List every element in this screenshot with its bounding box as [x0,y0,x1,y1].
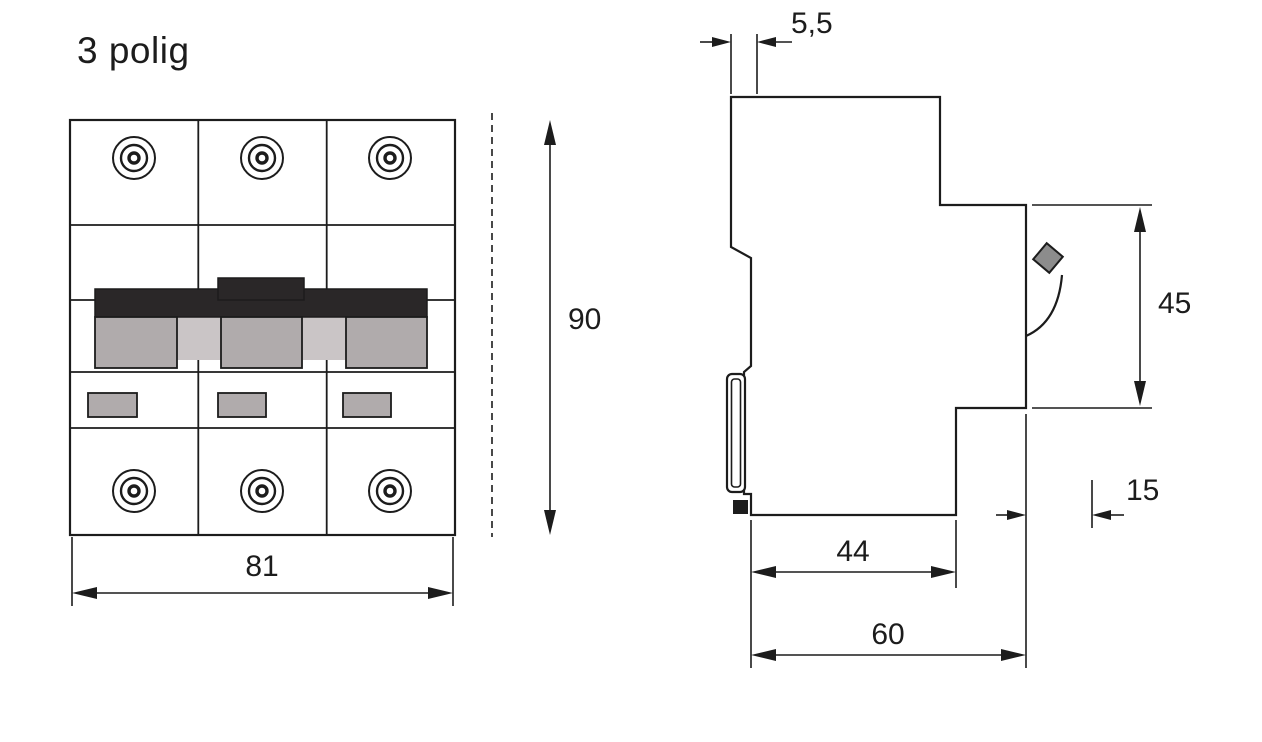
arrowhead-left [72,587,97,599]
arrowhead-left [1092,510,1111,520]
total-depth-dimension-label: 60 [871,618,904,651]
toggle-base-right [345,316,428,369]
screw-terminal [112,469,156,513]
arrowhead-right [428,587,453,599]
arrowhead-down [544,510,556,535]
screw-inner-ring [247,143,277,173]
screw-inner-ring [119,143,149,173]
screw-outer-ring [112,136,156,180]
label-window [217,392,267,418]
front-view-dimensions: 90 81 [71,113,601,606]
front-view [68,118,457,537]
arrowhead-left [751,566,776,578]
label-window [342,392,392,418]
label-window [87,392,138,418]
arrowhead-right [1007,510,1026,520]
clip-foot [733,500,748,514]
side-height-dimension-label: 45 [1158,287,1191,320]
screw-outer-ring [368,136,412,180]
screw-terminal [240,136,284,180]
side-profile-outline [729,95,1028,517]
width-dimension-label: 81 [245,550,278,583]
arrowhead-down [1134,381,1146,406]
arrowhead-up [544,120,556,145]
body-depth-dimension-label: 44 [836,535,869,568]
offset-dimension-label: 15 [1126,474,1159,507]
height-dimension-label: 90 [568,303,601,336]
screw-center [383,484,397,498]
screw-inner-ring [375,143,405,173]
arrowhead-right [712,37,731,47]
screw-inner-ring [247,476,277,506]
toggle-base-left [94,316,178,369]
screw-outer-ring [240,136,284,180]
arrowhead-up [1134,207,1146,232]
screw-center [255,484,269,498]
screw-center [127,151,141,165]
arrowhead-left [751,649,776,661]
side-view-dimensions: 5,5 45 15 44 60 [700,7,1191,668]
screw-center [255,151,269,165]
screw-outer-ring [240,469,284,513]
arrowhead-left [757,37,776,47]
arrowhead-right [931,566,956,578]
screw-terminal [368,469,412,513]
din-clip-inner [730,378,742,488]
screw-terminal [368,136,412,180]
top-dimension-label: 5,5 [791,7,833,40]
screw-center [127,484,141,498]
screw-center [383,151,397,165]
screw-terminal [112,136,156,180]
toggle-handle-middle [217,277,305,301]
screw-outer-ring [112,469,156,513]
side-view [725,95,1065,517]
screw-inner-ring [375,476,405,506]
toggle-base-middle [220,316,303,369]
screw-terminal [240,469,284,513]
screw-inner-ring [119,476,149,506]
latch-knob [1031,241,1065,275]
screw-outer-ring [368,469,412,513]
latch-curve [1025,274,1064,338]
arrowhead-right [1001,649,1026,661]
drawing-title: 3 polig [77,30,190,71]
